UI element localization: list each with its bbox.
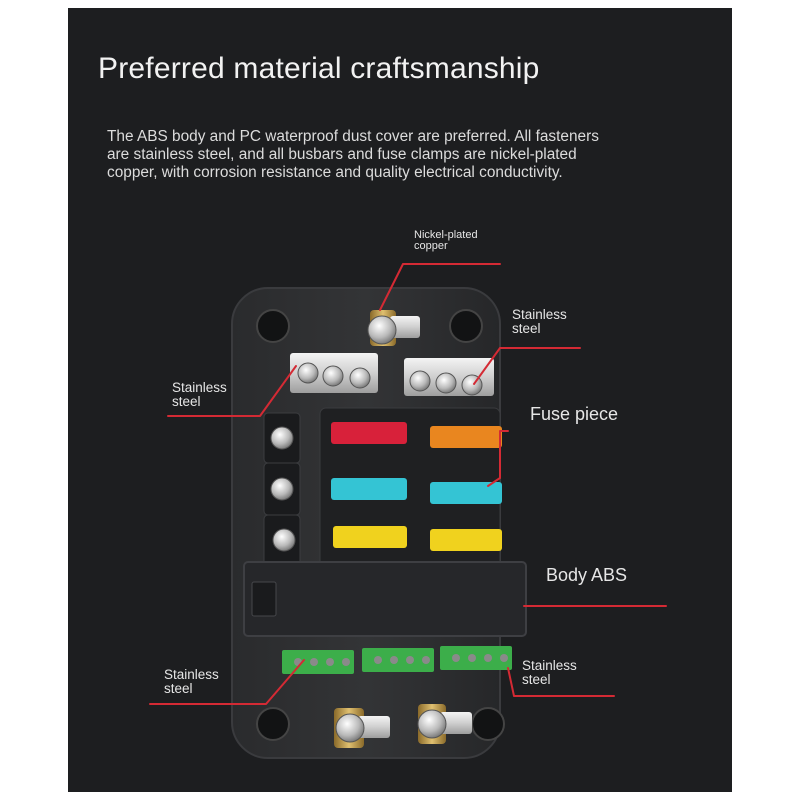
fuse-red [331, 422, 407, 444]
description-text: The ABS body and PC waterproof dust cove… [107, 128, 697, 182]
fuse-yellow [333, 526, 407, 548]
description-line: The ABS body and PC waterproof dust cove… [107, 128, 599, 145]
callout-line: Stainless [164, 667, 219, 682]
bottom-stud-nut [417, 709, 447, 739]
callout-line: steel [164, 681, 193, 696]
callout-line: Stainless [512, 307, 567, 322]
callout-stainless-steel-left: Stainless steel [172, 381, 227, 409]
callout-fuse-piece: Fuse piece [530, 404, 619, 424]
callout-stainless-steel-top-right: Stainless steel [512, 308, 567, 336]
leader-line [149, 659, 305, 705]
callout-line: steel [522, 672, 551, 687]
side-screw [270, 426, 294, 450]
fuse-cyan [331, 478, 407, 500]
callout-stainless-steel-bottom-right: Stainless steel [522, 659, 577, 687]
busbar-screw [435, 372, 457, 394]
fuse-box-illustration [149, 263, 667, 759]
leader-line [507, 667, 615, 697]
callout-body-abs: Body ABS [546, 565, 628, 585]
callout-line: steel [172, 394, 201, 409]
description-line: are stainless steel, and all busbars and… [107, 146, 577, 163]
busbar-screw [322, 365, 344, 387]
page-title: Preferred material craftsmanship [98, 52, 540, 85]
callout-line: Stainless [172, 380, 227, 395]
callout-stainless-steel-bottom-left: Stainless steel [164, 668, 219, 696]
leader-line [473, 347, 581, 385]
busbar-screw [349, 367, 371, 389]
callout-line: Stainless [522, 658, 577, 673]
bottom-stud-nut [335, 713, 365, 743]
busbar-screw [297, 362, 319, 384]
mounting-hole [256, 707, 290, 741]
leader-line [487, 430, 509, 487]
callout-nickel-plated-copper: Nickel-plated copper [414, 230, 478, 252]
fuse-yellow [430, 529, 502, 551]
description-line: copper, with corrosion resistance and qu… [107, 164, 563, 181]
fuse-orange [430, 426, 502, 448]
top-stud-bolt [390, 316, 420, 338]
product-panel: Preferred material craftsmanship The ABS… [68, 8, 732, 792]
body-abs-clip [251, 581, 277, 617]
bottom-stud-bolt [440, 712, 472, 734]
mounting-hole [471, 707, 505, 741]
mounting-hole [256, 309, 290, 343]
callout-line: copper [414, 240, 448, 252]
leader-line [379, 263, 501, 311]
top-stud-nut [367, 315, 397, 345]
bottom-stud-bolt [358, 716, 390, 738]
mounting-hole [449, 309, 483, 343]
fuse-cyan [430, 482, 502, 504]
busbar-screw [409, 370, 431, 392]
body-abs-cover [243, 561, 527, 637]
side-screw [272, 528, 296, 552]
callout-line: steel [512, 321, 541, 336]
side-screw [270, 477, 294, 501]
leader-line [167, 365, 297, 417]
callout-line: Nickel-plated [414, 229, 478, 241]
